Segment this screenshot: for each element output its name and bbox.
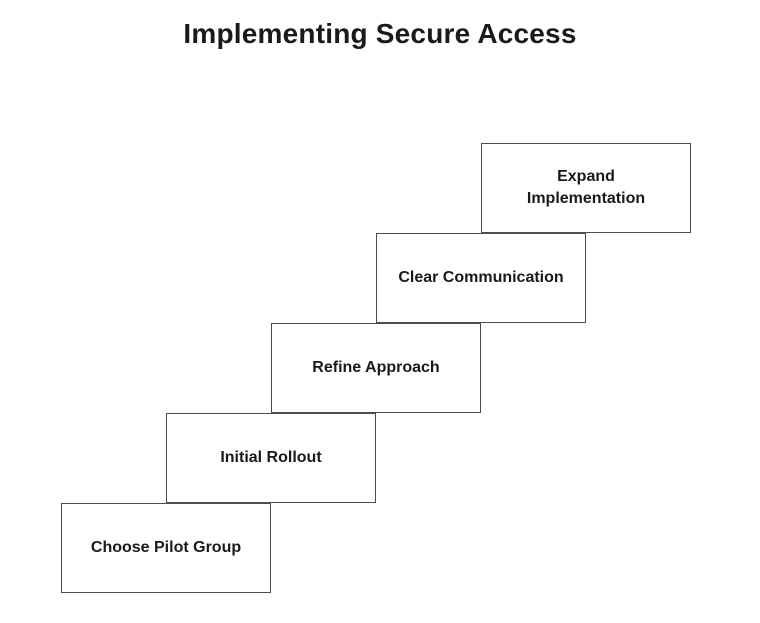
- step-box-refine-approach: Refine Approach: [271, 323, 481, 413]
- step-label-initial-rollout: Initial Rollout: [220, 448, 322, 466]
- step-box-initial-rollout: Initial Rollout: [166, 413, 376, 503]
- step-label-expand-implementation: Expand Implementation: [526, 167, 646, 207]
- diagram-title: Implementing Secure Access: [183, 18, 577, 49]
- step-label-refine-approach: Refine Approach: [312, 358, 440, 376]
- step-box-choose-pilot-group: Choose Pilot Group: [61, 503, 271, 593]
- step-box-expand-implementation: Expand Implementation: [481, 143, 691, 233]
- step-label-clear-communication: Clear Communication: [398, 268, 564, 286]
- step-label-choose-pilot-group: Choose Pilot Group: [90, 538, 242, 556]
- step-box-clear-communication: Clear Communication: [376, 233, 586, 323]
